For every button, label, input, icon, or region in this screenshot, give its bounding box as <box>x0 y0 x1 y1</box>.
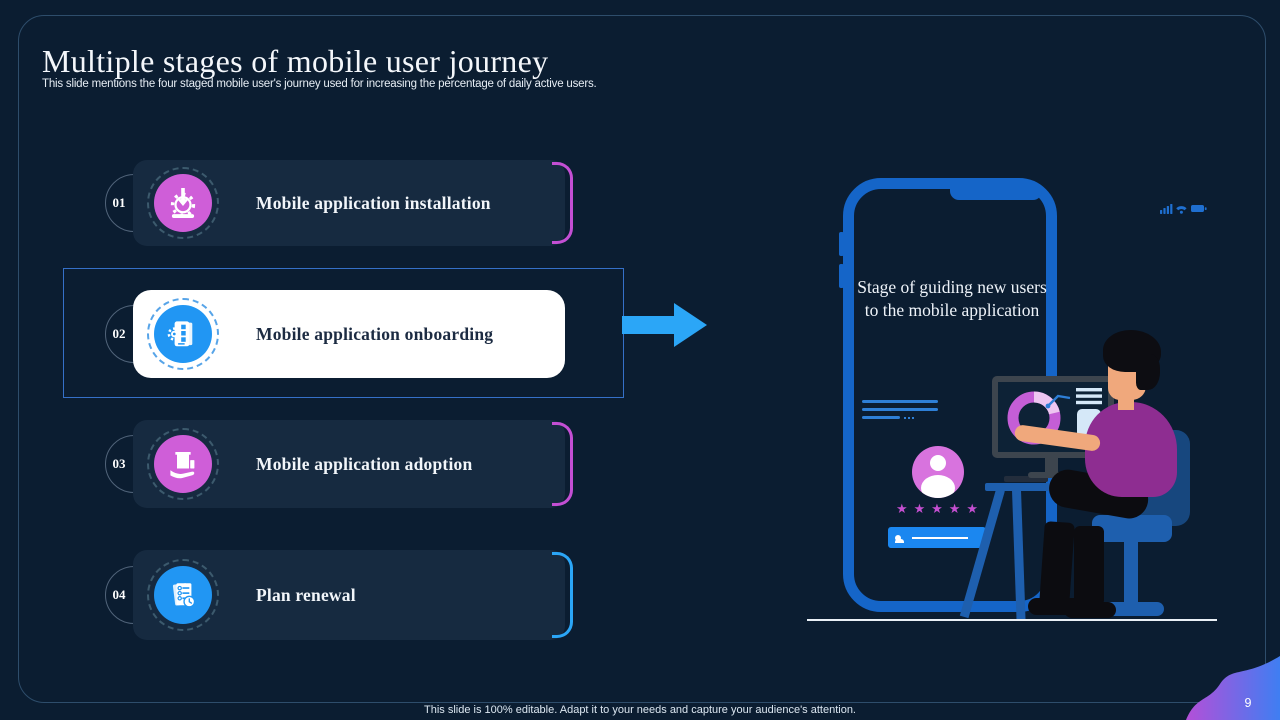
stage-label: Plan renewal <box>256 584 356 605</box>
stage-label: Mobile application onboarding <box>256 323 494 344</box>
phone-side-button <box>839 232 844 256</box>
flow-arrow-icon <box>622 303 707 347</box>
stage-icon-wrap <box>147 428 219 500</box>
accent-bracket <box>552 422 573 506</box>
corner-gradient-shape <box>1186 656 1280 720</box>
text-placeholder-line <box>862 408 938 411</box>
star-icon: ★ <box>913 502 926 517</box>
person-shoe <box>1064 602 1116 618</box>
chair-seat <box>1092 515 1172 542</box>
ground-line <box>807 619 1217 621</box>
stage-row-1: 01 Mobile application installation <box>105 160 573 246</box>
user-avatar <box>912 446 964 498</box>
stage-row-4: 04 Plan renewal <box>105 550 573 640</box>
page-subtitle: This slide mentions the four staged mobi… <box>42 78 597 90</box>
dashed-ring <box>147 298 219 370</box>
five-star-rating: ★ ★ ★ ★ ★ <box>896 502 978 517</box>
person-hair <box>1136 354 1160 390</box>
phone-message-text: Stage of guiding new users to the mobile… <box>857 277 1047 321</box>
monitor-stand <box>1045 457 1058 474</box>
person-leg <box>1074 526 1104 606</box>
text-placeholder-line <box>862 416 900 419</box>
page-number: 9 <box>1244 696 1252 710</box>
keyboard <box>1004 476 1048 482</box>
person-leg <box>1039 521 1075 607</box>
page-title: Multiple stages of mobile user journey <box>42 43 549 80</box>
stage-icon-wrap <box>147 298 219 370</box>
status-bar-icons <box>1160 204 1207 214</box>
monitor-base <box>1028 472 1074 478</box>
star-icon: ★ <box>931 502 943 517</box>
text-placeholder-line <box>862 400 938 403</box>
stage-number: 02 <box>112 326 126 341</box>
phone-notch <box>950 187 1042 200</box>
avatar-body <box>921 475 955 498</box>
star-icon: ★ <box>966 502 978 517</box>
mobile-app-illustration: Stage of guiding new users to the mobile… <box>800 170 1280 630</box>
avatar-head <box>930 455 946 471</box>
person-icon <box>895 534 901 541</box>
dashed-ring <box>147 559 219 631</box>
desk <box>985 483 1099 491</box>
stage-card-installation[interactable]: Mobile application installation <box>133 160 573 246</box>
stage-card-plan-renewal[interactable]: Plan renewal <box>133 550 573 640</box>
dashed-ring <box>147 428 219 500</box>
chair-pole <box>1124 540 1138 606</box>
stage-card-adoption[interactable]: Mobile application adoption <box>133 420 573 508</box>
stage-label: Mobile application installation <box>256 192 491 213</box>
stage-icon-wrap <box>147 559 219 631</box>
accent-bracket <box>552 162 573 244</box>
accent-bracket <box>552 552 573 638</box>
person-torso <box>1085 402 1177 497</box>
stage-card-onboarding[interactable]: Mobile application onboarding <box>133 290 565 378</box>
person-icon <box>895 539 904 543</box>
field-line <box>912 536 968 539</box>
stage-number: 04 <box>112 587 126 602</box>
stage-number: 01 <box>112 195 126 210</box>
text-placeholder-dots <box>904 417 916 419</box>
footer-note: This slide is 100% editable. Adapt it to… <box>424 704 856 716</box>
dashed-ring <box>147 167 219 239</box>
username-field <box>888 527 986 548</box>
star-icon: ★ <box>896 502 908 517</box>
star-icon: ★ <box>948 502 961 517</box>
stage-number: 03 <box>112 456 126 471</box>
stage-row-2: 02 Mobile application onboarding <box>105 290 565 378</box>
stage-label: Mobile application adoption <box>256 453 473 474</box>
stage-row-3: 03 Mobile application adoption <box>105 420 573 508</box>
phone-side-button <box>839 264 844 288</box>
stage-icon-wrap <box>147 167 219 239</box>
